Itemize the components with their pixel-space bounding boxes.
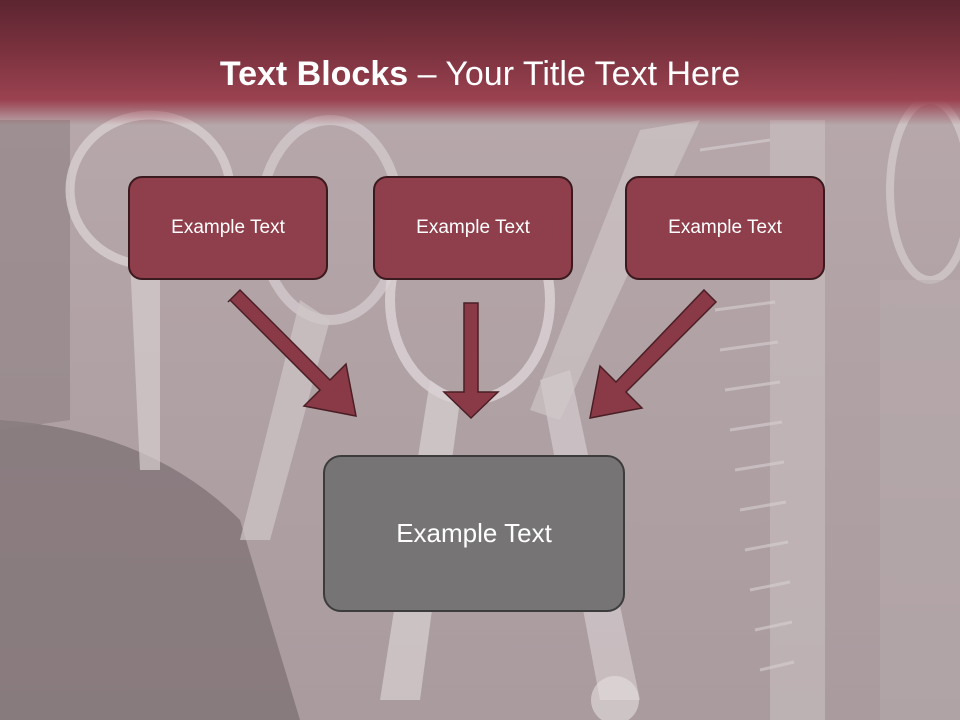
result-block-label: Example Text <box>396 518 552 548</box>
text-block-3[interactable]: Example Text <box>625 176 825 280</box>
text-block-3-label: Example Text <box>668 217 782 238</box>
slide-title: Text Blocks – Your Title Text Here <box>0 52 960 96</box>
title-rest-part: – Your Title Text Here <box>408 55 741 93</box>
text-block-1-label: Example Text <box>171 217 285 238</box>
title-bold-part: Text Blocks <box>219 55 409 93</box>
text-block-2[interactable]: Example Text <box>373 176 573 280</box>
result-block[interactable]: Example Text <box>323 455 625 612</box>
text-block-1[interactable]: Example Text <box>128 176 328 280</box>
title-bar <box>0 0 960 125</box>
text-block-2-label: Example Text <box>416 217 530 238</box>
